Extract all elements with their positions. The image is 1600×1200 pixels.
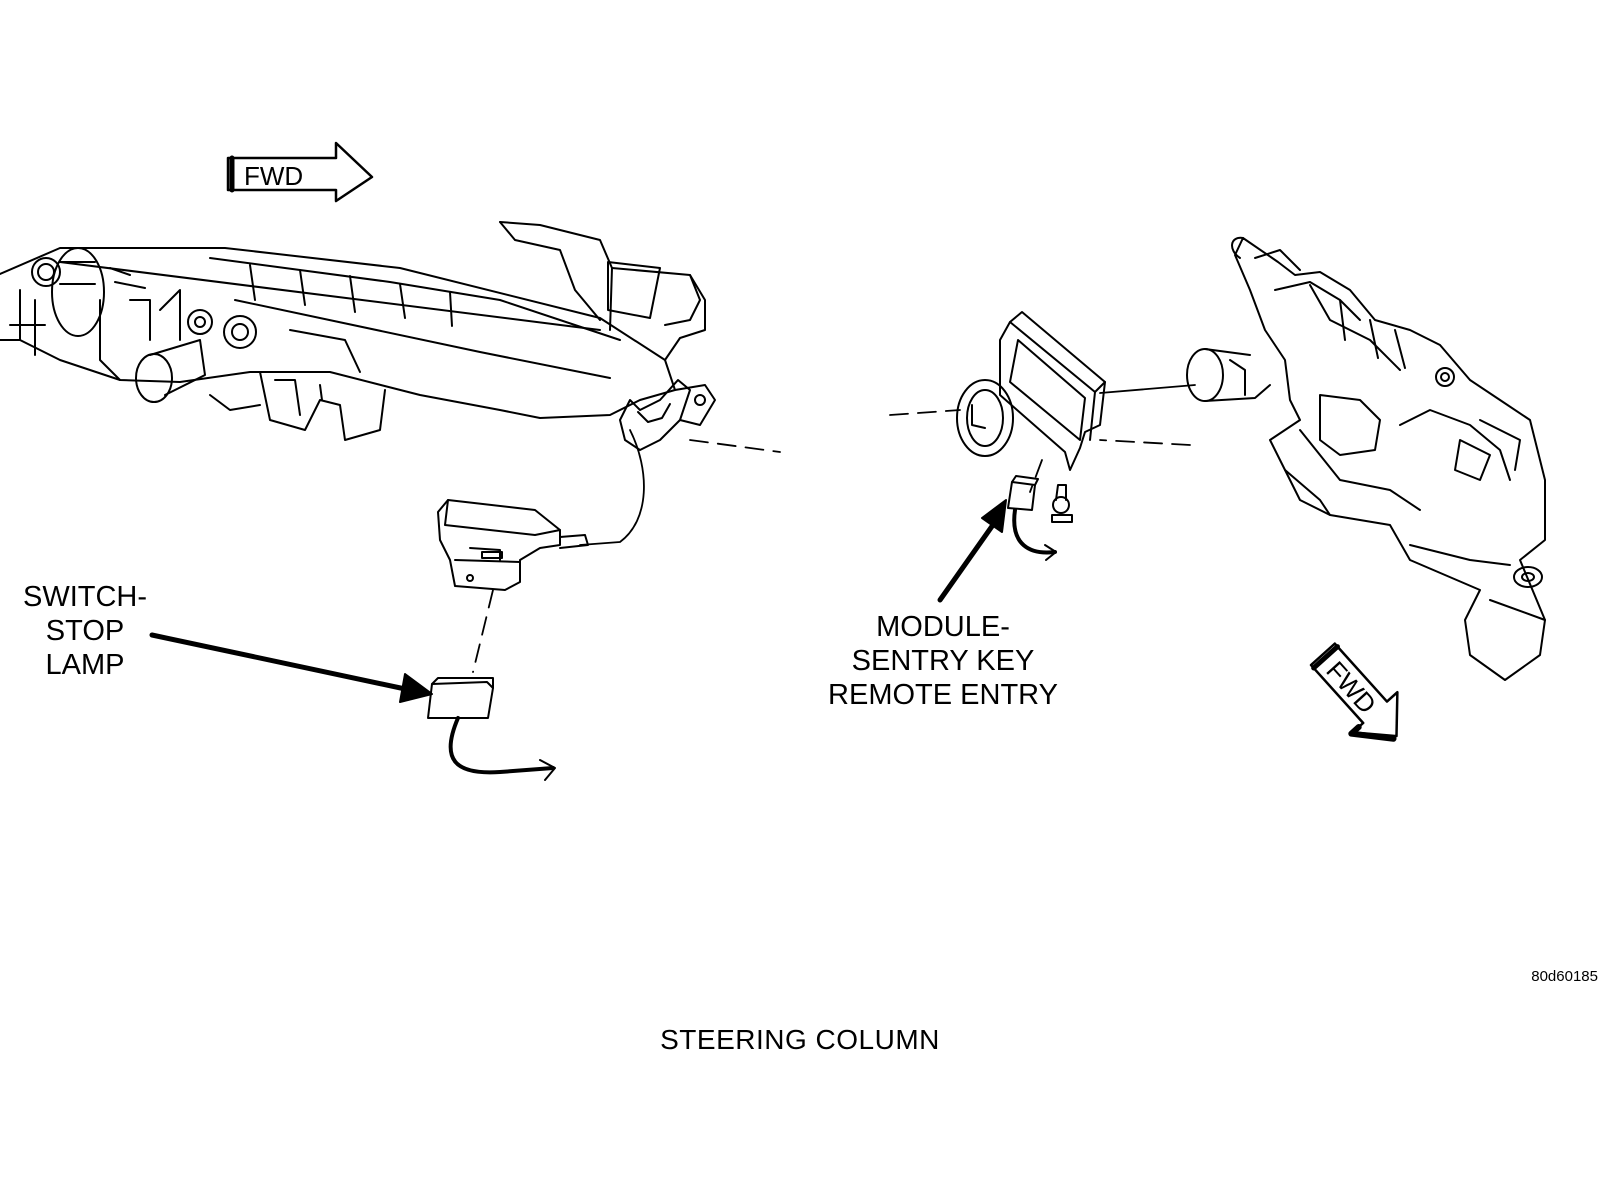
fwd-arrow-left: FWD [226,141,374,203]
right-steering-column [1186,236,1546,681]
fwd-arrow-right: FWD [1309,642,1399,742]
switch-callout-arrow [149,632,433,703]
fwd-left-text: FWD [244,161,303,191]
stop-lamp-connector [427,677,556,781]
switch-stop-lamp-label: SWITCH- STOP LAMP [10,580,160,682]
sentry-key-module [956,311,1106,561]
module-sentry-key-label: MODULE- SENTRY KEY REMOTE ENTRY [808,610,1078,712]
switch-label-line-3: LAMP [45,649,125,681]
figure-id: 80d60185 [1531,968,1598,985]
module-label-line-2: SENTRY KEY [851,645,1035,677]
module-label-line-1: MODULE- [876,611,1010,643]
alignment-lines [472,409,1191,673]
stop-lamp-switch [437,499,589,591]
module-label-line-3: REMOTE ENTRY [828,679,1058,711]
switch-label-line-2: STOP [45,615,125,647]
figure-caption: STEERING COLUMN [660,1024,940,1055]
module-callout-arrow [937,499,1007,603]
leader-lines [579,384,1196,546]
left-steering-column [0,221,716,451]
switch-label-line-1: SWITCH- [22,581,148,613]
